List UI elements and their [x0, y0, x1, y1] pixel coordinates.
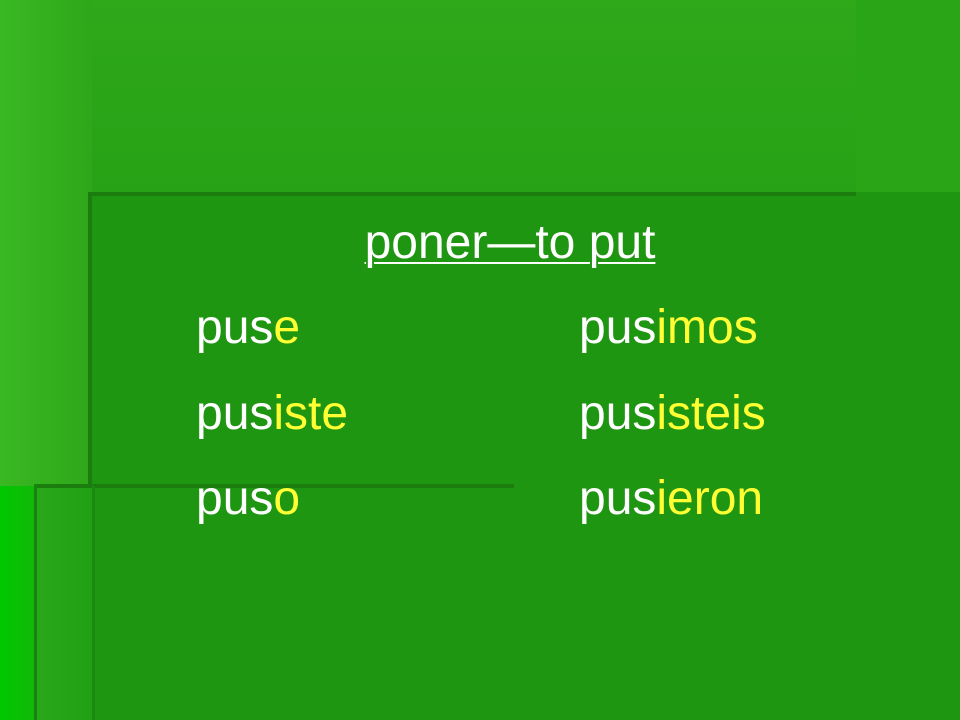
conjugation-vosotros: pusisteis	[579, 384, 766, 444]
background-panel-bottom-mid	[36, 486, 92, 720]
verb-ending: imos	[656, 301, 758, 354]
verb-stem: pus	[196, 387, 274, 440]
verb-stem: pus	[196, 301, 274, 354]
slide-title: poner—to put	[364, 216, 656, 269]
background-panel-left	[0, 0, 92, 486]
verb-ending: e	[273, 301, 301, 354]
conjugation-yo: puse	[196, 298, 300, 358]
conjugation-tu: pusiste	[196, 384, 348, 444]
verb-stem: pus	[196, 472, 274, 525]
verb-ending: ieron	[656, 472, 764, 525]
panel-border-bottom-left	[34, 484, 37, 720]
panel-border-left	[88, 192, 92, 486]
verb-ending: iste	[273, 387, 349, 440]
panel-border-inner	[92, 486, 95, 720]
verb-ending: o	[273, 472, 301, 525]
verb-ending: isteis	[656, 387, 766, 440]
background-panel-top-right	[856, 0, 960, 192]
background-panel-bottom-left	[0, 486, 36, 720]
conjugation-ellos: pusieron	[579, 469, 763, 529]
background-panel-center	[92, 192, 960, 720]
conjugation-el: puso	[196, 469, 300, 529]
verb-stem: pus	[579, 387, 657, 440]
background-panel-top	[0, 0, 960, 192]
verb-stem: pus	[579, 472, 657, 525]
panel-border-bottom	[34, 484, 514, 488]
verb-stem: pus	[579, 301, 657, 354]
panel-border-top	[92, 192, 856, 196]
conjugation-nosotros: pusimos	[579, 298, 758, 358]
